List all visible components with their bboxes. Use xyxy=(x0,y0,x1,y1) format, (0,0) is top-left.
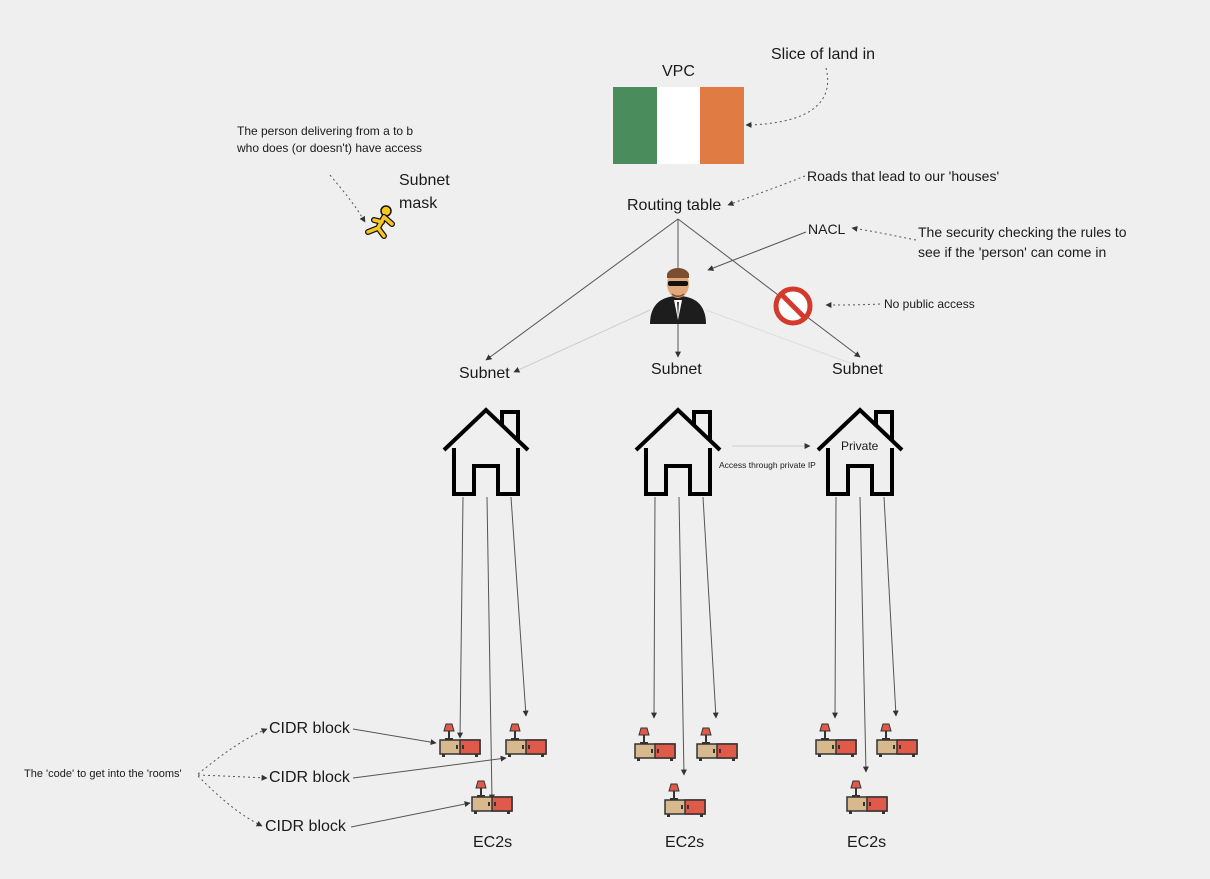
security-guard-icon xyxy=(650,268,706,324)
person-connector xyxy=(329,174,366,223)
no-public-connector xyxy=(825,301,881,308)
cidr-block-label-2: CIDR block xyxy=(269,769,350,786)
room-furniture-icon xyxy=(815,723,857,758)
ec2s-label-right: EC2s xyxy=(847,834,887,851)
room-line xyxy=(832,496,839,719)
code-rooms-label: The 'code' to get into the 'rooms' xyxy=(24,768,182,780)
subnet-label-mid: Subnet xyxy=(651,361,702,378)
person-delivering-label: The person delivering from a to b who do… xyxy=(237,124,423,155)
room-furniture-icon xyxy=(846,780,888,815)
route-line-left xyxy=(485,218,679,361)
cidr-arrow xyxy=(352,755,507,779)
room-line xyxy=(702,496,719,719)
roads-label: Roads that lead to our 'houses' xyxy=(807,168,1000,184)
routing-table-label: Routing table xyxy=(627,197,722,214)
subnet-mask-label: Subnet mask xyxy=(399,172,450,212)
cidr-arrow xyxy=(350,801,471,828)
access-private-ip-label: Access through private IP xyxy=(719,460,816,470)
nacl-label: NACL xyxy=(808,221,846,237)
room-furniture-icon xyxy=(664,783,706,818)
room-line xyxy=(486,496,495,801)
room-furniture-icon xyxy=(634,727,676,762)
ec2s-label-left: EC2s xyxy=(473,834,513,851)
room-furniture-icon xyxy=(505,723,547,758)
code-connector xyxy=(197,775,263,827)
cidr-block-label-1: CIDR block xyxy=(269,720,350,737)
guard-line-right xyxy=(705,309,859,367)
security-checking-label: The security checking the rules to see i… xyxy=(918,224,1127,260)
cidr-block-label-3: CIDR block xyxy=(265,818,346,835)
roads-connector xyxy=(727,175,806,206)
nacl-guard-connector xyxy=(707,231,807,271)
slice-land-connector xyxy=(745,67,829,128)
private-label: Private xyxy=(841,439,879,453)
slice-of-land-label: Slice of land in xyxy=(771,46,876,63)
subnet-label-right: Subnet xyxy=(832,361,883,378)
vpc-label: VPC xyxy=(662,63,695,80)
code-connector xyxy=(197,728,268,775)
security-connector xyxy=(851,225,917,241)
ireland-flag-icon xyxy=(613,87,744,164)
guard-line-left xyxy=(513,309,651,373)
room-line xyxy=(883,496,899,717)
ec2s-label-mid: EC2s xyxy=(665,834,705,851)
cidr-arrow xyxy=(352,728,437,746)
room-line xyxy=(457,496,464,739)
aim-running-man-icon xyxy=(365,205,395,239)
room-line xyxy=(859,496,869,773)
route-line-right xyxy=(677,218,861,358)
code-connector xyxy=(197,774,268,781)
house-icon-mid xyxy=(634,408,722,496)
no-entry-icon xyxy=(773,286,813,326)
room-line xyxy=(651,496,658,719)
house-icon-left xyxy=(442,408,530,496)
room-furniture-icon xyxy=(696,727,738,762)
subnet-label-left: Subnet xyxy=(459,365,510,382)
no-public-access-label: No public access xyxy=(884,297,975,311)
room-furniture-icon xyxy=(876,723,918,758)
room-line xyxy=(510,496,529,717)
room-line xyxy=(678,496,687,776)
